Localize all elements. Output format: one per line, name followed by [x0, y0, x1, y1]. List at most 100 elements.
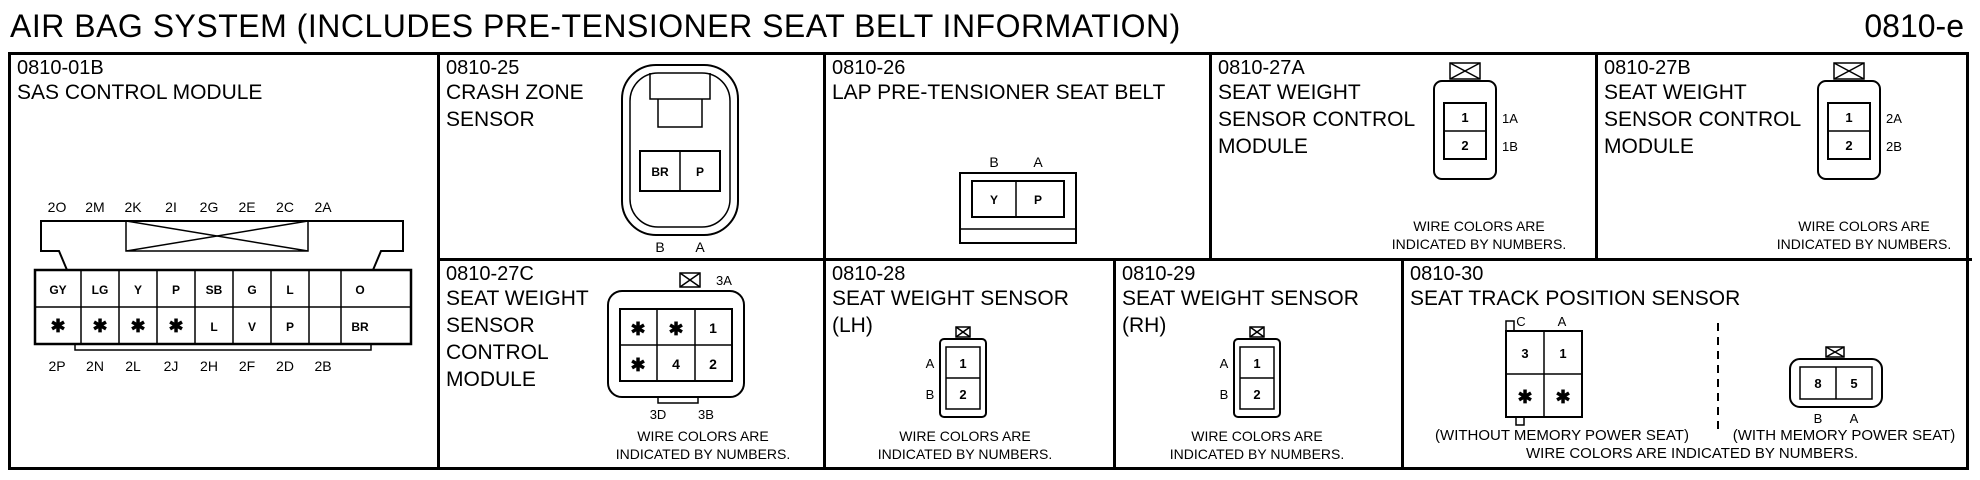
wire-number: 2: [709, 356, 717, 372]
panel-name: CRASH ZONE SENSOR: [446, 81, 584, 131]
wire-number: 1: [959, 356, 966, 371]
connector-0810-29: 1 2 A B: [1220, 326, 1281, 418]
pin-label: 2E: [238, 199, 255, 215]
pin-label: 2J: [164, 358, 179, 374]
pin-label: B: [989, 154, 998, 170]
pin-label: 2D: [276, 358, 294, 374]
wire-number: 3: [1521, 346, 1528, 361]
pin-label: 2C: [276, 199, 294, 215]
wire-color: ✱: [130, 316, 145, 336]
wire-color-note: WIRE COLORS ARE INDICATED BY NUMBERS.: [1526, 445, 1858, 462]
wire-color: BR: [651, 165, 669, 179]
wire-number: 2: [959, 387, 966, 402]
wire-color: G: [247, 283, 256, 297]
panel-name: SEAT WEIGHT SENSOR CONTROL MODULE: [1218, 81, 1416, 158]
wire-color-note: WIRE COLORS ARE INDICATED BY NUMBERS.: [1391, 218, 1567, 252]
label-with-memory: (WITH MEMORY POWER SEAT): [1732, 427, 1956, 444]
panel-id: 0810-26: [832, 57, 906, 79]
wire-color: ✱: [92, 316, 107, 336]
wire-color: SB: [206, 283, 223, 297]
wire-color: P: [696, 165, 704, 179]
panel-id: 0810-29: [1122, 263, 1196, 285]
connector-0810-27b: 1 2 2A 2B: [1817, 62, 1902, 180]
panel-0810-28: 0810-28 SEAT WEIGHT SENSOR (LH) 1 2 A B …: [823, 258, 1113, 467]
connector-0810-28: 1 2 A B: [926, 326, 987, 418]
wire-number: 1: [709, 320, 717, 336]
pin-label: A: [1558, 314, 1567, 329]
panel-id: 0810-01B: [17, 57, 104, 79]
panel-0810-26: 0810-26 LAP PRE-TENSIONER SEAT BELT B A …: [823, 55, 1209, 258]
pin-label: 2H: [200, 358, 218, 374]
panel-name: SEAT WEIGHT SENSOR (LH): [832, 287, 1069, 337]
wire-color-note: WIRE COLORS ARE INDICATED BY NUMBERS.: [1776, 218, 1952, 252]
panel-name: SAS CONTROL MODULE: [17, 81, 263, 104]
connector-0810-27a: 1 2 1A 1B: [1433, 62, 1518, 180]
panel-name: SEAT TRACK POSITION SENSOR: [1410, 287, 1741, 310]
panel-name: LAP PRE-TENSIONER SEAT BELT: [832, 81, 1166, 104]
connector-0810-30-without-memory: C A 3 1 ✱ ✱ 8 5 B: [1505, 314, 1883, 429]
wire-number: ✱: [630, 355, 645, 375]
pin-label: 1B: [1502, 139, 1518, 154]
pin-label: A: [695, 239, 705, 255]
wire-number: 2: [1253, 387, 1260, 402]
panel-id: 0810-25: [446, 57, 520, 79]
pin-label: 2B: [314, 358, 331, 374]
wire-color: L: [210, 320, 217, 334]
wire-color-note: WIRE COLORS ARE INDICATED BY NUMBERS.: [877, 428, 1053, 462]
panel-name: SEAT WEIGHT SENSOR (RH): [1122, 287, 1359, 337]
wire-color: Y: [134, 283, 142, 297]
pin-label: 2K: [124, 199, 142, 215]
pin-label: 2A: [1886, 111, 1902, 126]
panel-0810-27a: 0810-27A SEAT WEIGHT SENSOR CONTROL MODU…: [1209, 55, 1595, 258]
pin-label: 2L: [125, 358, 141, 374]
connector-0810-25: BR P B A: [621, 64, 739, 255]
pin-label: 1A: [1502, 111, 1518, 126]
wire-color-note: WIRE COLORS ARE INDICATED BY NUMBERS.: [1169, 428, 1345, 462]
wire-number: ✱: [668, 319, 683, 339]
pin-label: B: [926, 387, 935, 402]
wire-color: ✱: [168, 316, 183, 336]
wire-color: P: [1034, 193, 1042, 207]
wire-color: BR: [351, 320, 369, 334]
pin-label: A: [1850, 411, 1859, 426]
pin-label: A: [1033, 154, 1043, 170]
wire-color: Y: [990, 193, 998, 207]
panel-0810-01b: 0810-01B SAS CONTROL MODULE 2O 2M 2K 2I …: [11, 55, 437, 467]
pin-label: 2A: [314, 199, 332, 215]
pin-label: A: [1220, 356, 1229, 371]
pin-label: 3A: [716, 273, 732, 288]
lock-tab: [125, 220, 309, 252]
panel-0810-25: 0810-25 CRASH ZONE SENSOR BR P B A: [437, 55, 823, 258]
pin-label: A: [926, 356, 935, 371]
pin-label: B: [655, 239, 664, 255]
wire-color: P: [172, 283, 180, 297]
panel-0810-29: 0810-29 SEAT WEIGHT SENSOR (RH) 1 2 A B …: [1113, 258, 1401, 467]
connector-hood: [40, 220, 404, 271]
connector-0810-26: B A Y P: [959, 154, 1077, 244]
wire-number: 1: [1845, 110, 1852, 125]
diagram-frame: 0810-01B SAS CONTROL MODULE 2O 2M 2K 2I …: [8, 52, 1972, 470]
pin-label: 2P: [48, 358, 65, 374]
panel-0810-27b: 0810-27B SEAT WEIGHT SENSOR CONTROL MODU…: [1595, 55, 1972, 258]
panel-id: 0810-27C: [446, 263, 534, 285]
wire-color: ✱: [50, 316, 65, 336]
wire-color-note: WIRE COLORS ARE INDICATED BY NUMBERS.: [615, 428, 791, 462]
pin-label: 2M: [85, 199, 104, 215]
wire-number: 1: [1559, 346, 1566, 361]
pin-label: B: [1220, 387, 1229, 402]
pin-label: C: [1516, 314, 1525, 329]
pin-label: B: [1814, 411, 1823, 426]
wire-number: 4: [672, 356, 680, 372]
page-code: 0810-e: [1864, 8, 1964, 44]
connector-0810-01b: 2O 2M 2K 2I 2G 2E 2C 2A GY LG: [33, 199, 413, 374]
wire-number: ✱: [1517, 387, 1532, 407]
pin-label: 2G: [200, 199, 219, 215]
pin-label: 2F: [239, 358, 255, 374]
wire-number: ✱: [630, 319, 645, 339]
wire-number: ✱: [1555, 387, 1570, 407]
wire-number: 2: [1461, 138, 1468, 153]
pin-label: 3B: [698, 407, 714, 422]
wire-number: 1: [1461, 110, 1468, 125]
label-without-memory: (WITHOUT MEMORY POWER SEAT): [1435, 427, 1689, 444]
wire-number: 2: [1845, 138, 1852, 153]
